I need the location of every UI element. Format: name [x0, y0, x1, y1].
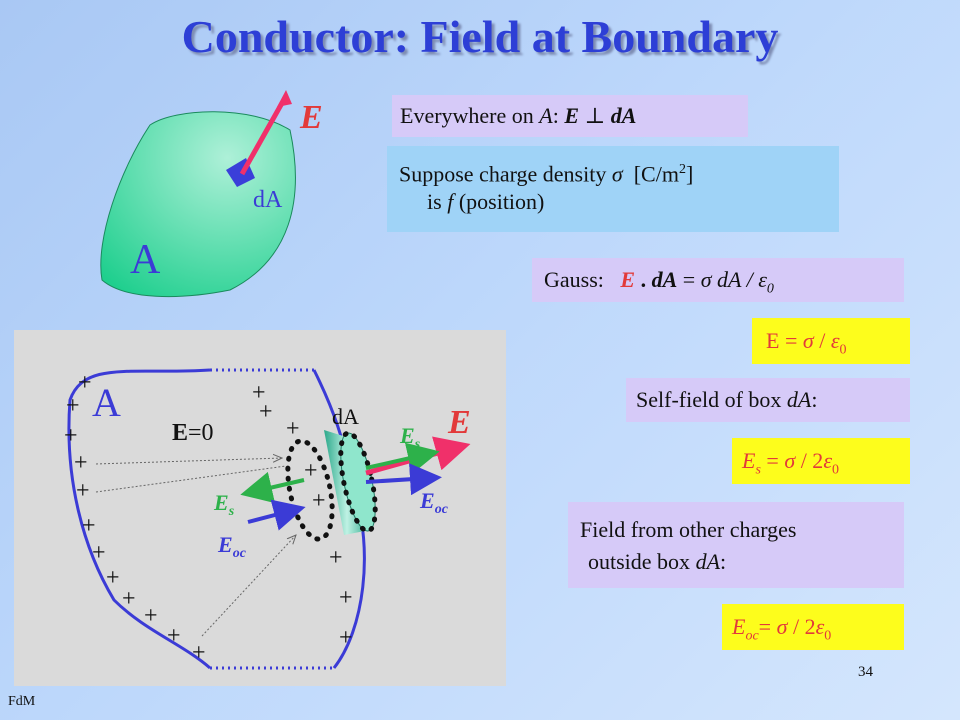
- pillbox-dotted-rim: [338, 430, 378, 534]
- slide-title: Conductor: Field at Boundary: [181, 11, 779, 62]
- other-field-arrow-right: [365, 463, 442, 496]
- top-figure: E dA A: [100, 90, 323, 298]
- plus-sign: +: [74, 450, 88, 476]
- bottom-figure: + + + + + + + + + + + + + + + + + + + + …: [14, 330, 506, 686]
- plus-sign: +: [106, 565, 120, 591]
- figure-panel: [14, 330, 506, 686]
- plus-sign: +: [78, 370, 92, 396]
- label-eoc-right: Eoc: [419, 488, 449, 517]
- self-field-arrow-left: [240, 471, 305, 504]
- label-e-zero: E=0: [172, 420, 214, 446]
- other-field-arrow-left: [247, 499, 306, 531]
- label-da-top: dA: [253, 187, 283, 213]
- other-charges-box: Field from other charges outside box dA:: [568, 502, 904, 588]
- gauss-box: Gauss: E . dA = σ dA / ε0: [532, 258, 904, 302]
- pointer-line: [95, 458, 282, 465]
- other-charges-line1: Field from other charges: [580, 517, 797, 542]
- es-formula-box: Es = σ / 2ε0: [732, 438, 910, 484]
- plus-sign: +: [82, 513, 96, 539]
- plus-sign: +: [66, 393, 80, 419]
- label-eoc-left: Eoc: [217, 532, 247, 561]
- plus-sign: +: [122, 586, 136, 612]
- page-number: 34: [858, 664, 873, 680]
- conductor-blob: [100, 111, 296, 298]
- label-a-top: A: [130, 237, 161, 283]
- self-field-arrow-right: [365, 442, 440, 475]
- plus-sign: +: [329, 545, 343, 571]
- plus-sign: +: [144, 603, 158, 629]
- gaussian-pillbox-dotted: [285, 438, 335, 542]
- label-es-left: Es: [213, 490, 235, 519]
- pointer-line: [201, 535, 296, 637]
- gauss-label: Gauss:: [544, 267, 604, 292]
- label-es-right: Es: [399, 423, 421, 452]
- everywhere-text: Everywhere on: [400, 103, 540, 128]
- label-da-bottom: dA: [332, 404, 359, 429]
- everywhere-da: dA: [610, 103, 637, 128]
- suppose-line2: is f (position): [427, 189, 545, 215]
- suppose-box: Suppose charge density σ [C/m2] is f (po…: [387, 146, 839, 232]
- plus-sign: +: [252, 380, 266, 406]
- plus-sign: +: [64, 423, 78, 449]
- field-arrowhead: [277, 90, 292, 107]
- plus-sign: +: [92, 540, 106, 566]
- label-e-top: E: [299, 99, 323, 136]
- footer-author: FdM: [8, 694, 36, 709]
- other-charges-line2: outside box dA:: [588, 549, 727, 574]
- self-field-box: Self-field of box dA:: [626, 378, 910, 422]
- plus-sign: +: [167, 623, 181, 649]
- field-arrow-e: [239, 94, 289, 176]
- suppose-line1: Suppose charge density σ [C/m2]: [399, 161, 694, 187]
- label-e-bottom: E: [447, 404, 471, 441]
- everywhere-box: Everywhere on A: E ⊥ dA: [392, 95, 748, 137]
- e-formula-box: E = σ / ε0: [752, 318, 910, 364]
- plus-sign: +: [259, 399, 273, 425]
- plus-sign: +: [304, 458, 318, 484]
- label-a-bottom: A: [92, 380, 121, 425]
- everywhere-a: A: [539, 103, 553, 128]
- perp-symbol: ⊥: [584, 103, 606, 128]
- everywhere-colon: :: [552, 103, 565, 128]
- plus-sign: +: [312, 488, 326, 514]
- eoc-formula-box: Eoc= σ / 2ε0: [722, 604, 904, 650]
- gauss-e: E: [620, 267, 636, 292]
- plus-sign: +: [339, 585, 353, 611]
- plus-sign: +: [339, 625, 353, 651]
- plus-sign: +: [286, 416, 300, 442]
- surface-charges: + + + + + + + + + + + + + + + + + + + +: [64, 370, 353, 666]
- plus-sign: +: [76, 478, 90, 504]
- plus-sign: +: [192, 640, 206, 666]
- everywhere-e: E: [564, 103, 580, 128]
